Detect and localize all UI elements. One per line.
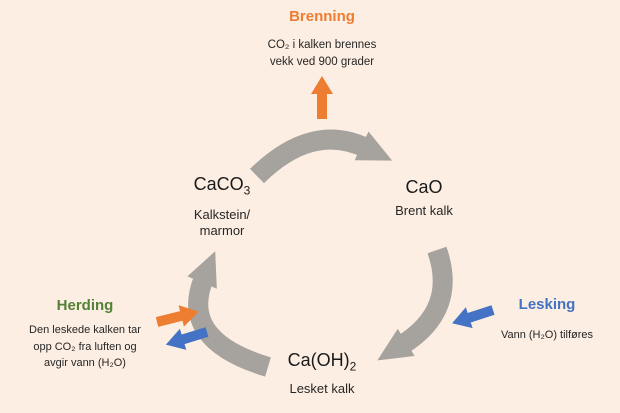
brenning-description-line1: CO₂ i kalken brennes xyxy=(267,39,377,51)
herding-h2o-arrow xyxy=(165,327,209,350)
lesking-description: Vann (H₂O) tilføres xyxy=(500,329,594,341)
caoh2-label: Lesket kalk xyxy=(289,380,355,396)
herding-description-line1: Den leskede kalken tar xyxy=(29,324,141,336)
cao-node: CaO Brent kalk xyxy=(344,177,504,219)
cao-formula: CaO xyxy=(344,177,504,197)
cycle-arrow-caco3-to-cao xyxy=(249,129,393,184)
herding-description-line2: opp CO₂ fra luften og xyxy=(33,340,137,353)
cao-formula-text: CaO xyxy=(405,177,443,197)
caoh2-formula-subscript: 2 xyxy=(349,359,357,374)
cao-label: Brent kalk xyxy=(395,203,453,218)
caco3-label-line2: marmor xyxy=(199,222,245,238)
caco3-formula: CaCO3 xyxy=(142,174,302,201)
cycle-arrow-cao-to-caoh2 xyxy=(377,246,453,361)
caco3-label: Kalkstein/ marmor xyxy=(142,207,302,239)
herding-description-line3: avgir vann (H₂O) xyxy=(44,357,126,369)
herding-title: Herding xyxy=(56,297,114,314)
brenning-description: CO₂ i kalken brennes vekk ved 900 grader xyxy=(222,37,422,71)
caoh2-formula-text: Ca(OH) xyxy=(287,350,350,370)
brenning-description-line2: vekk ved 900 grader xyxy=(269,56,375,68)
herding-description: Den leskede kalken tar opp CO₂ fra lufte… xyxy=(8,322,162,372)
caco3-label-line1: Kalkstein/ xyxy=(193,206,251,222)
caoh2-node: Ca(OH)2 Lesket kalk xyxy=(232,350,412,397)
brenning-up-arrow xyxy=(311,76,333,119)
brenning-title: Brenning xyxy=(289,8,355,25)
caco3-formula-text: CaCO xyxy=(193,174,244,194)
caco3-node: CaCO3 Kalkstein/ marmor xyxy=(142,174,302,239)
lesking-title: Lesking xyxy=(518,296,576,313)
caco3-formula-subscript: 3 xyxy=(243,183,251,198)
caoh2-formula: Ca(OH)2 xyxy=(232,350,412,377)
